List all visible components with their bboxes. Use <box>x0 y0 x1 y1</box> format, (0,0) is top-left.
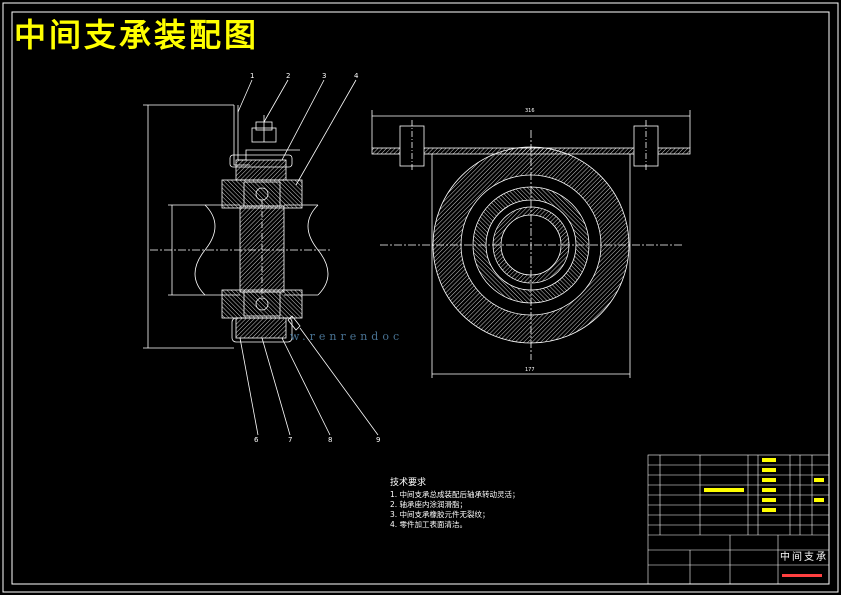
technical-requirements: 技术要求 1. 中间支承总成装配后轴承转动灵活； 2. 轴承座内涂润滑脂； 3.… <box>390 478 520 530</box>
dim-bottom-width: 177 <box>525 367 535 373</box>
drawing-title: 中间支承装配图 <box>14 16 260 54</box>
callout-9: 9 <box>376 436 380 444</box>
watermark: w.renrendoc <box>290 330 404 343</box>
callout-1: 1 <box>250 72 254 80</box>
dim-top-width: 316 <box>525 108 535 114</box>
end-view <box>371 110 691 378</box>
callout-4: 4 <box>354 72 359 80</box>
tech-item: 2. 轴承座内涂润滑脂； <box>390 500 468 509</box>
title-block <box>647 454 830 585</box>
tech-item: 1. 中间支承总成装配后轴承转动灵活； <box>390 490 520 499</box>
parts-list-highlights <box>704 458 824 577</box>
callout-7: 7 <box>288 436 292 444</box>
tech-heading: 技术要求 <box>390 478 427 488</box>
title-block-name: 中间支承 <box>780 552 828 563</box>
callout-6: 6 <box>254 436 259 444</box>
callout-3: 3 <box>322 72 326 80</box>
callout-2: 2 <box>286 72 290 80</box>
callout-8: 8 <box>328 436 332 444</box>
inner-border <box>11 11 830 585</box>
tech-item: 3. 中间支承橡胶元件无裂纹； <box>390 510 490 519</box>
tech-item: 4. 零件加工表面清洁。 <box>390 520 468 529</box>
section-view <box>143 79 379 436</box>
